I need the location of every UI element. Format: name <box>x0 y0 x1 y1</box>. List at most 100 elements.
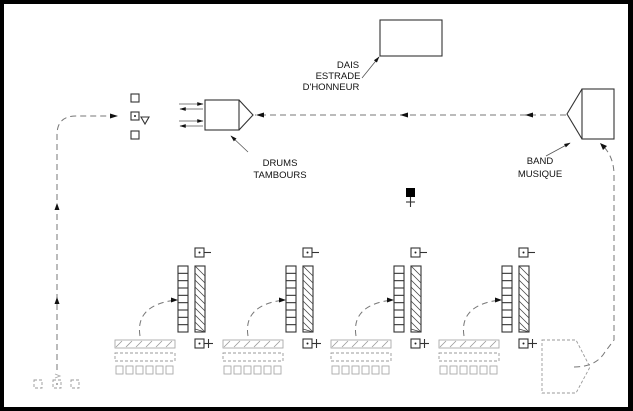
ghost-empty-row <box>114 352 176 362</box>
ghost-hatched-row <box>114 339 176 349</box>
move-route-line <box>138 299 177 337</box>
commanders-group <box>130 93 150 140</box>
officer-dot-icon <box>306 251 309 254</box>
ghost-hatch-line <box>125 340 133 348</box>
commander-leader-icon <box>130 111 140 121</box>
hatch-line <box>302 272 314 284</box>
ghost-file-box <box>233 365 242 375</box>
commander-square-icon <box>130 93 140 103</box>
route-arrow-icon <box>600 143 607 150</box>
rank-column <box>285 265 297 333</box>
dais-label-line-2: ESTRADE <box>316 71 361 82</box>
hatch-line <box>194 314 206 326</box>
rank-column <box>501 265 513 333</box>
drums-body <box>204 99 240 131</box>
ghost-empty-row <box>330 352 392 362</box>
ghost-file-box <box>371 365 380 375</box>
hatch-line <box>302 265 314 277</box>
route-arrow-icon <box>110 113 118 119</box>
ghost-empty-row <box>438 352 500 362</box>
hatch-line <box>518 307 530 319</box>
officer-dot-icon <box>522 342 525 345</box>
hatch-line <box>518 265 530 277</box>
hatch-line <box>194 328 206 333</box>
move-arrow-icon <box>495 297 502 303</box>
route-arrow-icon <box>400 112 408 118</box>
ghost-hatch-line <box>449 340 457 348</box>
dais-label-line-1: DAIS <box>337 60 359 71</box>
ghost-hatch-line <box>489 340 497 348</box>
band-body <box>581 88 615 140</box>
ghost-hatch-line <box>155 340 163 348</box>
ghost-hatch-line <box>115 340 123 348</box>
ghost-hatched-row <box>438 339 500 349</box>
ghost-hatch-line <box>223 340 231 348</box>
hatch-line <box>410 321 422 333</box>
ghost-file-box <box>273 365 282 375</box>
hatch-line <box>194 286 206 298</box>
hatch-line <box>302 279 314 291</box>
filled-square-icon <box>406 188 415 197</box>
hatch-line <box>410 279 422 291</box>
ghost-hatch-line <box>341 340 349 348</box>
commander-dot-icon <box>134 115 136 117</box>
ghost-hatch-line <box>135 340 143 348</box>
officer-dot-icon <box>198 342 201 345</box>
start-square-icon <box>33 379 43 389</box>
ghost-file-box <box>223 365 232 375</box>
hatch-line <box>302 300 314 312</box>
hatch-line <box>410 293 422 305</box>
start-dot-icon <box>56 383 58 385</box>
ghost-hatch-line <box>253 340 261 348</box>
move-arrow-icon <box>387 297 394 303</box>
hatch-line <box>194 307 206 319</box>
drums-label-line-2: TAMBOURS <box>253 170 306 181</box>
officer-dot-icon <box>198 251 201 254</box>
ghost-file-box <box>243 365 252 375</box>
ghost-file-box <box>135 365 144 375</box>
ghost-file-box <box>449 365 458 375</box>
hatch-line <box>410 314 422 326</box>
ghost-hatch-line <box>165 340 173 348</box>
hatch-line <box>518 279 530 291</box>
officer-dot-icon <box>522 251 525 254</box>
ghost-file-box <box>381 365 390 375</box>
ghost-hatch-line <box>361 340 369 348</box>
band-label-line-2: MUSIQUE <box>518 169 562 180</box>
start-square-icon <box>70 379 80 389</box>
hatch-line <box>410 300 422 312</box>
contingent-4 <box>438 247 537 375</box>
ghost-hatch-line <box>459 340 467 348</box>
drums-head <box>238 99 254 131</box>
officer-dot-icon <box>414 251 417 254</box>
commander-square-icon <box>130 130 140 140</box>
hatch-line <box>194 321 206 333</box>
march-route-line <box>56 115 112 370</box>
hatch-line <box>194 272 206 284</box>
ghost-file-box <box>263 365 272 375</box>
officer-dot-icon <box>414 342 417 345</box>
reviewing-officer <box>406 188 415 207</box>
hatch-line <box>194 300 206 312</box>
band-start-position <box>541 339 591 394</box>
ghost-file-box <box>351 365 360 375</box>
dais-label-line-3: D'HONNEUR <box>303 82 360 93</box>
ghost-hatch-line <box>145 340 153 348</box>
ghost-file-box <box>469 365 478 375</box>
ghost-empty-row <box>222 352 284 362</box>
contingents <box>114 247 537 375</box>
move-arrow-icon <box>279 297 286 303</box>
hatch-line <box>518 321 530 333</box>
ghost-hatch-line <box>479 340 487 348</box>
hatch-line <box>518 293 530 305</box>
hatch-line <box>302 328 314 333</box>
hatch-line <box>410 272 422 284</box>
move-route-line <box>462 299 501 337</box>
officer-dot-icon <box>306 342 309 345</box>
ghost-file-box <box>489 365 498 375</box>
ghost-file-box <box>341 365 350 375</box>
contingent-1 <box>114 247 213 375</box>
start-leader-icon <box>52 379 62 389</box>
hatch-line <box>518 328 530 333</box>
